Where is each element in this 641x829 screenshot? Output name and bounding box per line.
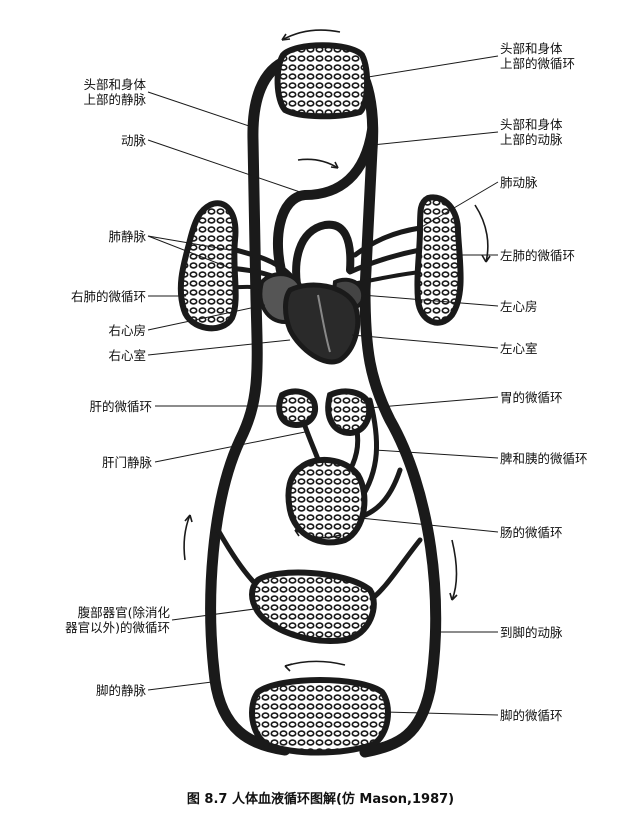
label-liver-capillaries: 肝的微循环 bbox=[30, 399, 152, 414]
label-right-ventricle: 右心室 bbox=[30, 348, 146, 363]
leader-right-ventricle bbox=[148, 340, 290, 355]
leader-artery bbox=[148, 140, 300, 192]
label-head-arteries: 头部和身体 上部的动脉 bbox=[500, 117, 563, 147]
figure-caption: 图 8.7 人体血液循环图解(仿 Mason,1987) bbox=[0, 788, 641, 807]
flow-arrow-right-icon bbox=[452, 540, 457, 600]
label-right-atrium: 右心房 bbox=[30, 323, 146, 338]
flow-arrow-lung-icon bbox=[475, 205, 488, 262]
left-lung-capillary-bed bbox=[417, 197, 460, 322]
abdominal-artery-link bbox=[370, 540, 420, 600]
flow-arrowhead-foot-icon bbox=[285, 664, 292, 671]
leader-head-capillaries bbox=[362, 56, 498, 78]
flow-arrow-top-icon bbox=[282, 30, 340, 40]
leader-head-veins bbox=[148, 92, 255, 128]
foot-capillary-bed bbox=[252, 680, 388, 753]
flow-arrow-foot-icon bbox=[285, 661, 345, 666]
label-leg-arteries: 到脚的动脉 bbox=[500, 625, 563, 640]
label-left-lung-capillaries: 左肺的微循环 bbox=[500, 248, 575, 263]
label-foot-capillaries: 脚的微循环 bbox=[500, 708, 563, 723]
head-capillary-bed bbox=[278, 45, 368, 116]
abdominal-capillary-bed bbox=[252, 573, 374, 641]
stomach-capillary-bed bbox=[328, 391, 369, 433]
right-lung-capillary-bed bbox=[181, 203, 236, 328]
flow-arrow-left-icon bbox=[184, 515, 190, 560]
label-pulmonary-artery: 肺动脉 bbox=[500, 175, 538, 190]
heart bbox=[260, 274, 363, 362]
label-right-lung-capillaries: 右肺的微循环 bbox=[30, 289, 146, 304]
label-intestine-capillaries: 肠的微循环 bbox=[500, 525, 563, 540]
label-left-atrium: 左心房 bbox=[500, 299, 538, 314]
leader-leg-veins bbox=[148, 682, 212, 690]
label-abdominal-capillaries: 腹部器官(除消化 器官以外)的微循环 bbox=[20, 605, 170, 635]
aortic-arch bbox=[278, 130, 372, 285]
label-pulmonary-veins: 肺静脉 bbox=[30, 229, 146, 244]
label-head-capillaries: 头部和身体 上部的微循环 bbox=[500, 41, 575, 71]
leader-spleen bbox=[375, 450, 498, 458]
label-leg-veins: 脚的静脉 bbox=[30, 683, 146, 698]
leader-foot bbox=[385, 712, 498, 715]
label-spleen-pancreas-capillaries: 脾和胰的微循环 bbox=[500, 451, 588, 466]
label-head-veins: 头部和身体 上部的静脉 bbox=[30, 77, 146, 107]
leader-left-ventricle bbox=[352, 335, 498, 348]
label-left-ventricle: 左心室 bbox=[500, 341, 538, 356]
label-hepatic-portal-vein: 肝门静脉 bbox=[30, 455, 152, 470]
leader-head-arteries bbox=[372, 132, 498, 145]
label-stomach-capillaries: 胃的微循环 bbox=[500, 390, 563, 405]
leader-abdominal bbox=[172, 608, 262, 620]
ventricles-shape bbox=[286, 285, 358, 362]
label-artery: 动脉 bbox=[30, 133, 146, 148]
liver-capillary-bed bbox=[279, 391, 315, 425]
